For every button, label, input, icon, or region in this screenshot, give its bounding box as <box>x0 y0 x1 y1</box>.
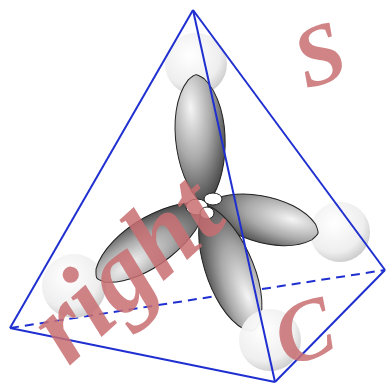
watermark-text: S <box>282 6 356 103</box>
hydrogen-sphere <box>310 202 370 262</box>
